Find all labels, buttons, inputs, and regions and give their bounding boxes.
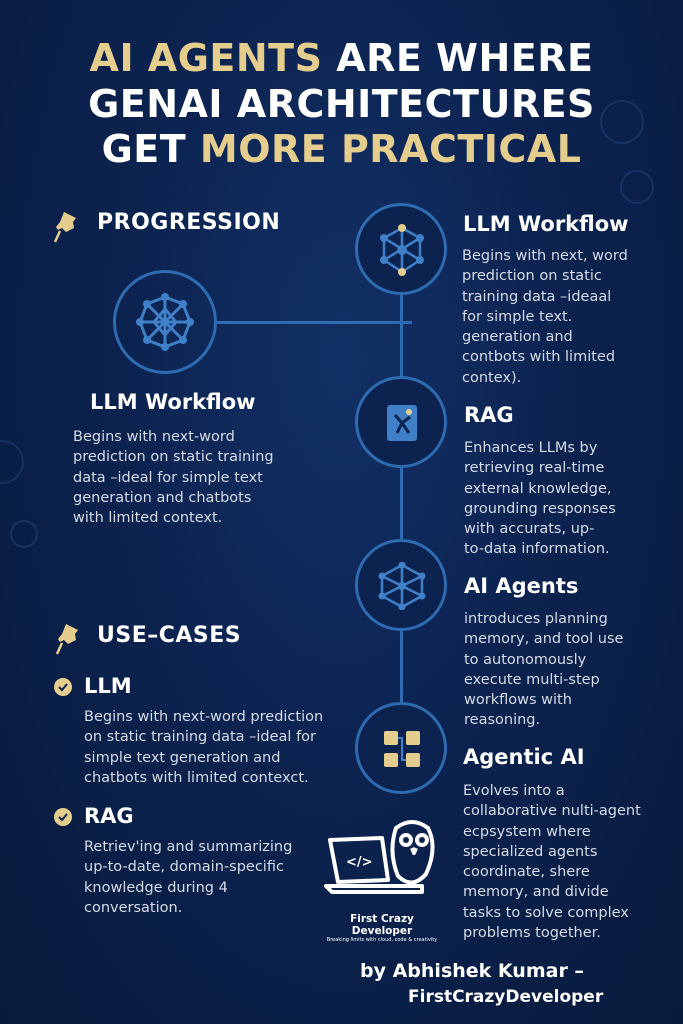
use-case-description: Retriev'ing and summarizing up-to-date, d… — [84, 837, 292, 918]
description-line: memory, and divide — [463, 884, 609, 901]
description-line: external knowledge, — [464, 480, 612, 497]
description-line: knowledge during 4 — [84, 879, 228, 896]
description-line: up-to-date, domain-specific — [84, 859, 284, 876]
progression-heading: PROGRESSION — [97, 210, 281, 235]
use-case-title: LLM — [84, 674, 132, 698]
description-line: tasks to solve complex — [463, 904, 629, 921]
connector-line — [217, 321, 412, 324]
llm-workflow-circle — [113, 270, 217, 374]
step-title: AI Agents — [464, 574, 579, 598]
description-line: introduces planning — [464, 611, 608, 627]
step-circle-agentic-ai — [355, 702, 447, 794]
author-brand: FirstCrazyDeveloper — [408, 987, 604, 1007]
description-line: Begins with next-word prediction — [84, 709, 324, 725]
title-highlight: AI AGENTS — [89, 36, 323, 80]
decorative-circuit-node — [0, 440, 24, 484]
description-line: collaborative nulti-agent — [463, 803, 641, 820]
description-line: Evolves into a — [463, 783, 565, 799]
step-circle-rag — [355, 376, 447, 468]
description-line: workflows with — [464, 692, 572, 709]
description-line: memory, and tool use — [464, 631, 624, 648]
step-circle-ai-agents — [355, 539, 447, 631]
use-case-description: Begins with next-word prediction on stati… — [84, 707, 323, 788]
decorative-circuit-node — [10, 520, 38, 548]
svg-text:</>: </> — [346, 855, 373, 870]
check-icon — [54, 678, 72, 700]
step-description: Evolves into a collaborative nulti-agent e… — [463, 781, 641, 943]
step-description: introduces planning memory, and tool use t… — [464, 609, 623, 731]
description-line: with accurats, up- — [464, 521, 595, 538]
decorative-circuit-node — [600, 100, 644, 144]
description-line: specialized agents — [463, 843, 598, 860]
laptop-owl-logo-icon: </> — [324, 820, 435, 894]
left-item-description: Begins with next-word prediction on stati… — [73, 427, 274, 528]
description-line: chatbots with limited contexct. — [84, 769, 309, 786]
description-line: Begins with next-word — [73, 429, 235, 445]
description-line: generation and chatbots — [73, 489, 252, 506]
description-line: retrieving real-time — [464, 460, 605, 477]
multi-agent-icon — [384, 731, 420, 767]
description-line: to-data information. — [464, 541, 610, 558]
description-line: contex). — [462, 369, 522, 386]
description-line: to autonomously — [464, 651, 587, 668]
neural-network-icon — [380, 224, 424, 276]
title-highlight: MORE PRACTICAL — [199, 127, 582, 171]
description-line: reasoning. — [464, 712, 541, 729]
step-description: Begins with next, word prediction on stat… — [462, 246, 628, 388]
decorative-circuit-node — [620, 170, 654, 204]
step-title: Agentic AI — [463, 745, 585, 769]
title-text: GET — [101, 127, 200, 171]
title-line-1: AI AGENTS ARE WHERE — [0, 36, 683, 80]
description-line: prediction on static — [462, 268, 602, 285]
step-title: RAG — [464, 403, 514, 427]
description-line: coordinate, shere — [463, 864, 590, 881]
description-line: training data –ideaal — [462, 288, 612, 305]
step-description: Enhances LLMs by retrieving real-time exte… — [464, 438, 616, 560]
left-item-title: LLM Workflow — [90, 390, 256, 414]
description-line: Begins with next, word — [462, 248, 628, 264]
title-text: ARE WHERE — [322, 36, 594, 80]
brand-logo: </> First Crazy Developer Breaking limit… — [322, 818, 442, 943]
pushpin-icon — [54, 622, 82, 660]
description-line: execute multi-step — [464, 671, 600, 688]
neural-network-icon — [136, 293, 194, 351]
logo-tagline: Breaking limits with cloud, code & creat… — [326, 937, 438, 943]
title-line-2: GENAI ARCHITECTURES — [88, 82, 595, 126]
description-line: problems together. — [463, 925, 601, 942]
description-line: for simple text. — [462, 308, 573, 325]
logo-name: First Crazy Developer — [350, 913, 414, 937]
description-line: ecpsystem where — [463, 823, 591, 840]
description-line: simple text generation and — [84, 749, 281, 766]
description-line: contbots with limited — [462, 349, 616, 366]
step-circle-llm-workflow — [355, 203, 447, 295]
title-line-3: GET MORE PRACTICAL — [0, 127, 683, 171]
description-line: Enhances LLMs by — [464, 440, 598, 456]
step-title: LLM Workflow — [463, 212, 629, 236]
use-case-title: RAG — [84, 804, 134, 828]
description-line: prediction on static training — [73, 449, 274, 466]
author-byline: by Abhishek Kumar – — [360, 960, 584, 982]
check-icon — [54, 808, 72, 830]
pushpin-icon — [52, 210, 80, 248]
agent-network-icon — [378, 562, 426, 610]
use-cases-heading: USE–CASES — [97, 623, 242, 648]
description-line: conversation. — [84, 899, 183, 916]
description-line: generation and — [462, 329, 573, 346]
description-line: Retriev'ing and summarizing — [84, 839, 293, 855]
document-retrieval-icon — [387, 405, 417, 441]
description-line: grounding responses — [464, 500, 616, 517]
timeline-line — [400, 250, 403, 750]
description-line: on static training data –ideal for — [84, 729, 317, 746]
description-line: with limited context. — [73, 510, 223, 527]
description-line: data –ideal for simple text — [73, 469, 263, 486]
